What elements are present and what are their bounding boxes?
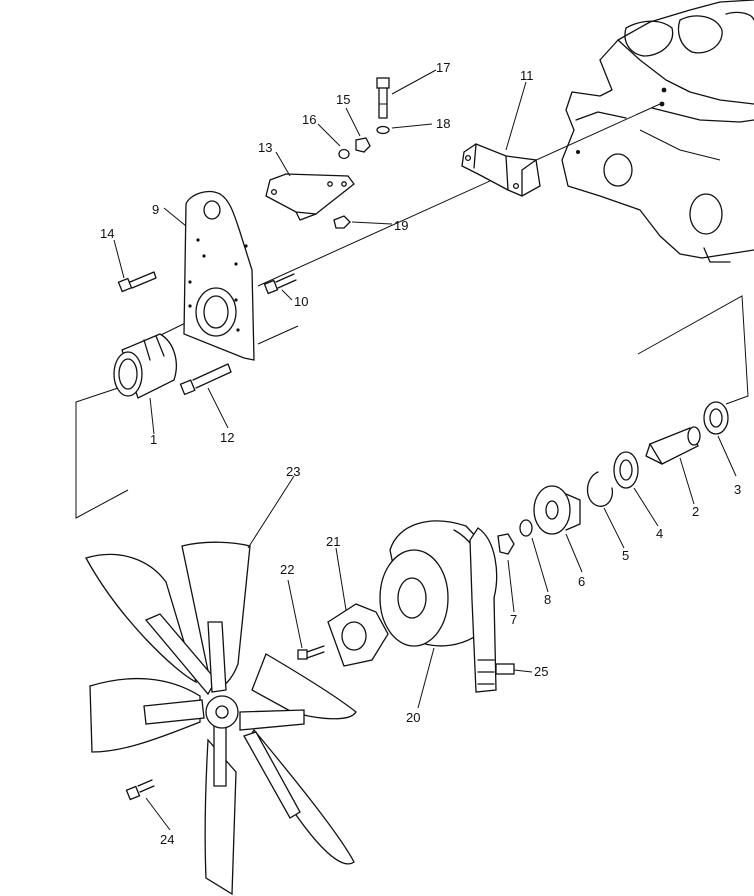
callout-8: 8	[544, 592, 551, 607]
callout-labels: 1 2 3 4 5 6 7 8 9 10 11 12 13 14 15 16 1…	[100, 60, 741, 847]
callout-7: 7	[510, 612, 517, 627]
part-22-bolt	[297, 645, 325, 660]
part-19-nut	[333, 215, 351, 229]
part-1-housing	[113, 333, 177, 399]
part-4-bearing	[613, 451, 639, 489]
callout-3: 3	[734, 482, 741, 497]
part-8-washer	[519, 519, 533, 537]
callout-16: 16	[302, 112, 316, 127]
callout-25: 25	[534, 664, 548, 679]
callout-11: 11	[520, 68, 534, 83]
callout-24: 24	[160, 832, 174, 847]
callout-10: 10	[294, 294, 308, 309]
callout-2: 2	[692, 504, 699, 519]
callout-1: 1	[150, 432, 157, 447]
leader-lines	[113, 69, 737, 831]
part-6-hub	[533, 485, 581, 535]
part-15-nut	[355, 137, 371, 153]
callout-18: 18	[436, 116, 450, 131]
part-25-belt	[469, 527, 515, 693]
engine-block	[561, 0, 754, 263]
part-21-spacer	[327, 603, 389, 667]
part-13-bracket	[265, 173, 355, 221]
part-10-bolt	[263, 273, 297, 295]
part-3-bearing	[703, 401, 729, 435]
callout-4: 4	[656, 526, 663, 541]
part-5-snap-ring	[586, 471, 614, 507]
callout-20: 20	[406, 710, 420, 725]
part-9-plate	[183, 190, 255, 361]
callout-23: 23	[286, 464, 300, 479]
callout-13: 13	[258, 140, 272, 155]
part-7-nut	[497, 533, 515, 555]
callout-12: 12	[220, 430, 234, 445]
callout-17: 17	[436, 60, 450, 75]
part-17-bolt	[376, 77, 390, 119]
callout-15: 15	[336, 92, 350, 107]
callout-5: 5	[622, 548, 629, 563]
callout-14: 14	[100, 226, 114, 241]
callout-22: 22	[280, 562, 294, 577]
part-23-fan	[85, 541, 357, 896]
callout-21: 21	[326, 534, 340, 549]
callout-19: 19	[394, 218, 408, 233]
part-2-shaft	[645, 426, 701, 465]
part-12-bolt	[179, 363, 232, 396]
callout-9: 9	[152, 202, 159, 217]
part-16-nut	[338, 148, 350, 160]
part-20-pulley	[379, 520, 495, 647]
part-24-bolt	[125, 779, 155, 801]
part-18-washer	[376, 125, 390, 135]
part-11-bracket	[461, 143, 541, 197]
part-14-bolt	[117, 271, 157, 293]
callout-6: 6	[578, 574, 585, 589]
